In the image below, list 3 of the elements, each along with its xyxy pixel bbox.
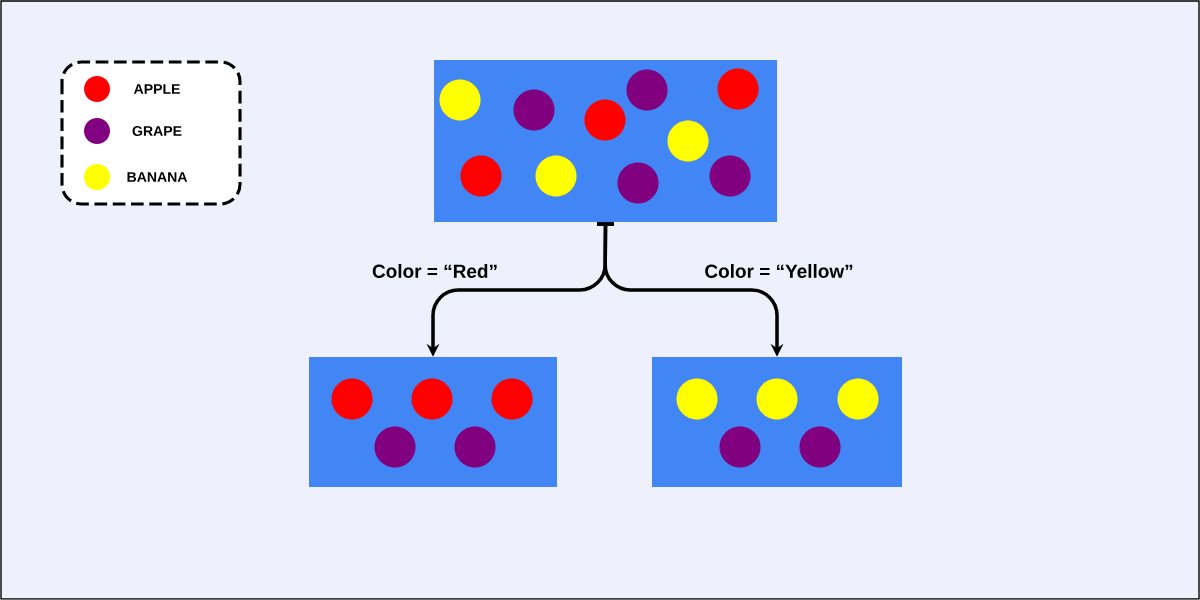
legend-label: BANANA [127,172,188,182]
legend-label: APPLE [133,84,180,94]
legend-label: GRAPE [132,126,182,136]
